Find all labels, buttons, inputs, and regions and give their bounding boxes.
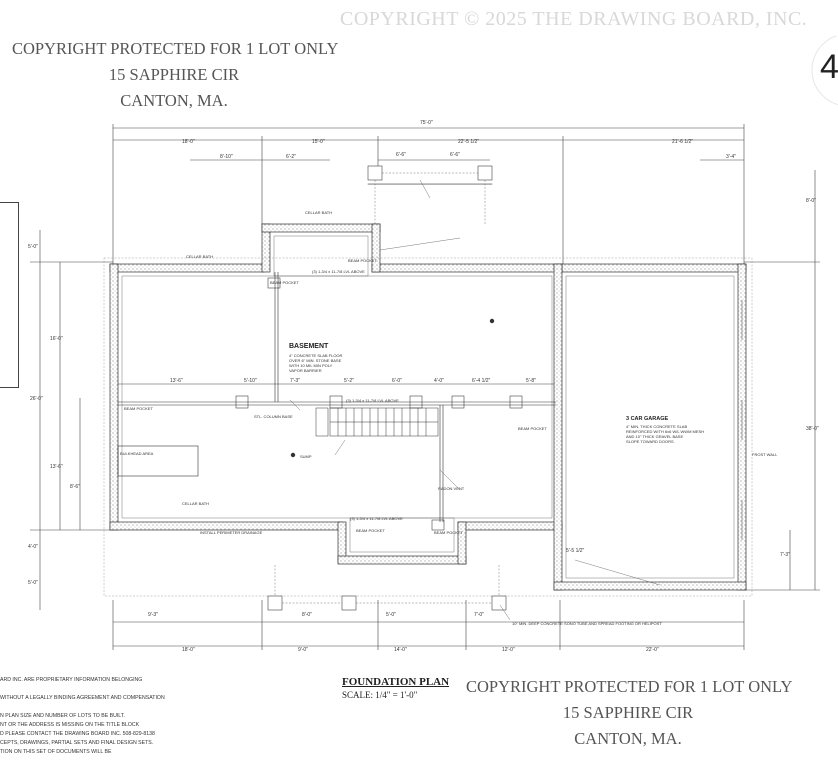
dim-text: 21'-6 1/2" <box>672 139 693 145</box>
beam-pocket-label: BEAM POCKET <box>270 280 299 285</box>
cellar-bath-label: CELLAR BATH <box>305 210 332 215</box>
dim-text: 7'-3" <box>290 378 300 384</box>
note-line <box>0 703 210 712</box>
dim-text: 8'-6" <box>70 484 80 490</box>
basement-note: WITH 10 MIL MIN POLY <box>289 363 333 368</box>
note-line: WITHOUT A LEGALLY BINDING AGREEMENT AND … <box>0 695 165 701</box>
steel-column-label: STL. COLUMN BASE <box>254 414 293 419</box>
copyright-block-top: COPYRIGHT PROTECTED FOR 1 LOT ONLY 15 SA… <box>12 36 339 114</box>
dim-text: 5'-10" <box>244 378 257 384</box>
bulkhead-label: BULKHEAD AREA <box>120 451 154 456</box>
dim-text: 6'-6" <box>396 152 406 158</box>
note-line: NT OR THE ADDRESS IS MISSING ON THE TITL… <box>0 722 140 728</box>
beam-line-label: (3) 1-3/4 x 11-7/8 LVL ABOVE <box>346 398 399 403</box>
garage-note: AND 10" THICK GRAVEL BASE <box>626 434 683 439</box>
sump-label: SUMP <box>300 454 312 459</box>
dim-overall: 75'-0" <box>420 120 433 126</box>
dimension-lines <box>30 124 820 650</box>
perimeter-drain-label: INSTALL PERIMETER DRAINAGE <box>200 530 263 535</box>
dim-text: 14'-0" <box>394 647 407 653</box>
beam-pocket-label: BEAM POCKET <box>356 528 385 533</box>
dim-text: 18'-0" <box>182 139 195 145</box>
dim-text: 9'-0" <box>298 647 308 653</box>
note-line: N PLAN SIZE AND NUMBER OF LOTS TO BE BUI… <box>0 713 125 719</box>
dim-text: 12'-0" <box>502 647 515 653</box>
garage-note: REINFORCED WITH 6x6 W/L WWM MESH <box>626 429 704 434</box>
dim-text: 22'-5 1/2" <box>458 139 479 145</box>
beam-pocket-label: BEAM POCKET <box>348 258 377 263</box>
footing-note-label: 10" MIN. DEEP CONCRETE SONO TUBE AND SPR… <box>512 621 662 626</box>
note-line <box>0 685 210 694</box>
dim-text: 18'-0" <box>182 647 195 653</box>
radon-label: RADON VENT <box>438 486 465 491</box>
cellar-bath-label: CELLAR BATH <box>186 254 213 259</box>
basement-note: OVER 6" MIN. STONE BASE <box>289 358 342 363</box>
note-line: CEPTS, DRAWINGS, PARTIAL SETS AND FINAL … <box>0 740 154 746</box>
dim-text: 6'-0" <box>392 378 402 384</box>
page-number: 4 <box>820 48 838 86</box>
dim-text: 4'-0" <box>434 378 444 384</box>
note-line: D PLEASE CONTACT THE DRAWING BOARD INC. … <box>0 731 155 737</box>
dim-text: 13'-6" <box>50 464 63 470</box>
dim-text: 22'-0" <box>646 647 659 653</box>
note-line: ARD INC. ARE PROPRIETARY INFORMATION BEL… <box>0 677 143 683</box>
beam-line-label: (3) 1-3/4 x 11-7/8 LVL ABOVE <box>312 269 365 274</box>
dim-text: 8'-0" <box>806 198 816 204</box>
watermark: COPYRIGHT © 2025 THE DRAWING BOARD, INC. <box>340 8 808 30</box>
dim-text: 6'-2" <box>286 154 296 160</box>
city-line: CANTON, MA. <box>574 729 682 748</box>
dim-text: 5'-0" <box>386 612 396 618</box>
dim-text: 3'-4" <box>726 154 736 160</box>
dim-text: 9'-3" <box>148 612 158 618</box>
beam-pocket-label: BEAM POCKET <box>518 426 547 431</box>
room-label-garage: 3 CAR GARAGE <box>626 416 669 422</box>
foundation-walls <box>109 223 747 591</box>
dim-text: 4'-0" <box>28 544 38 550</box>
beam-line-label: (3) 1-3/4 x 11-7/8 LVL ABOVE <box>350 516 403 521</box>
beam-pocket-label: BEAM POCKET <box>124 406 153 411</box>
dimension-texts: 75'-0" 18'-0" 15'-0" 22'-5 1/2" 21'-6 1/… <box>28 120 819 653</box>
dim-text: 5'-0" <box>28 580 38 586</box>
dim-text: 15'-0" <box>312 139 325 145</box>
side-sheet-fragment <box>0 202 19 388</box>
copyright-line: COPYRIGHT PROTECTED FOR 1 LOT ONLY <box>12 39 339 58</box>
copyright-line: COPYRIGHT PROTECTED FOR 1 LOT ONLY <box>466 677 793 696</box>
dim-text: 6'-4 1/2" <box>472 378 491 384</box>
plan-title: FOUNDATION PLAN <box>342 676 450 688</box>
beam-pocket-label: BEAM POCKET <box>434 530 463 535</box>
city-line: CANTON, MA. <box>120 91 228 110</box>
dim-text: 26'-0" <box>30 396 43 402</box>
dim-text: 38'-0" <box>806 426 819 432</box>
address-line: 15 SAPPHIRE CIR <box>562 703 694 722</box>
copyright-block-bottom: COPYRIGHT PROTECTED FOR 1 LOT ONLY 15 SA… <box>466 674 793 752</box>
garage-note: SLOPE TOWARD DOORS <box>626 439 674 444</box>
dim-text: 7'-3" <box>780 552 790 558</box>
dim-text: 8'-10" <box>220 154 233 160</box>
legal-notes: ARD INC. ARE PROPRIETARY INFORMATION BEL… <box>0 676 210 757</box>
basement-note: VAPOR BARRIER <box>289 368 322 373</box>
dim-text: 6'-6" <box>450 152 460 158</box>
dim-text: 16'-0" <box>50 336 63 342</box>
page-number-corner: 4 <box>811 36 838 106</box>
basement-note: 4" CONCRETE SLAB FLOOR <box>289 353 343 358</box>
note-line: TION ON THIS SET OF DOCUMENTS WILL BE <box>0 749 112 755</box>
dim-text: 5'-8" <box>526 378 536 384</box>
dim-text: 5'-2" <box>344 378 354 384</box>
frost-wall-label: FROST WALL <box>752 452 778 457</box>
dim-text: 5'-5 1/2" <box>566 548 585 554</box>
plan-scale: SCALE: 1/4" = 1'-0" <box>342 690 418 700</box>
garage-note: 4" MIN. THICK CONCRETE SLAB <box>626 424 687 429</box>
dim-text: 8'-0" <box>302 612 312 618</box>
dim-text: 7'-0" <box>474 612 484 618</box>
cellar-bath-label: CELLAR BATH <box>182 501 209 506</box>
room-label-basement: BASEMENT <box>289 343 329 350</box>
stairs <box>315 407 439 437</box>
beam-line <box>118 272 556 522</box>
dim-text: 5'-0" <box>28 244 38 250</box>
address-line: 15 SAPPHIRE CIR <box>108 65 240 84</box>
dim-text: 13'-6" <box>170 378 183 384</box>
